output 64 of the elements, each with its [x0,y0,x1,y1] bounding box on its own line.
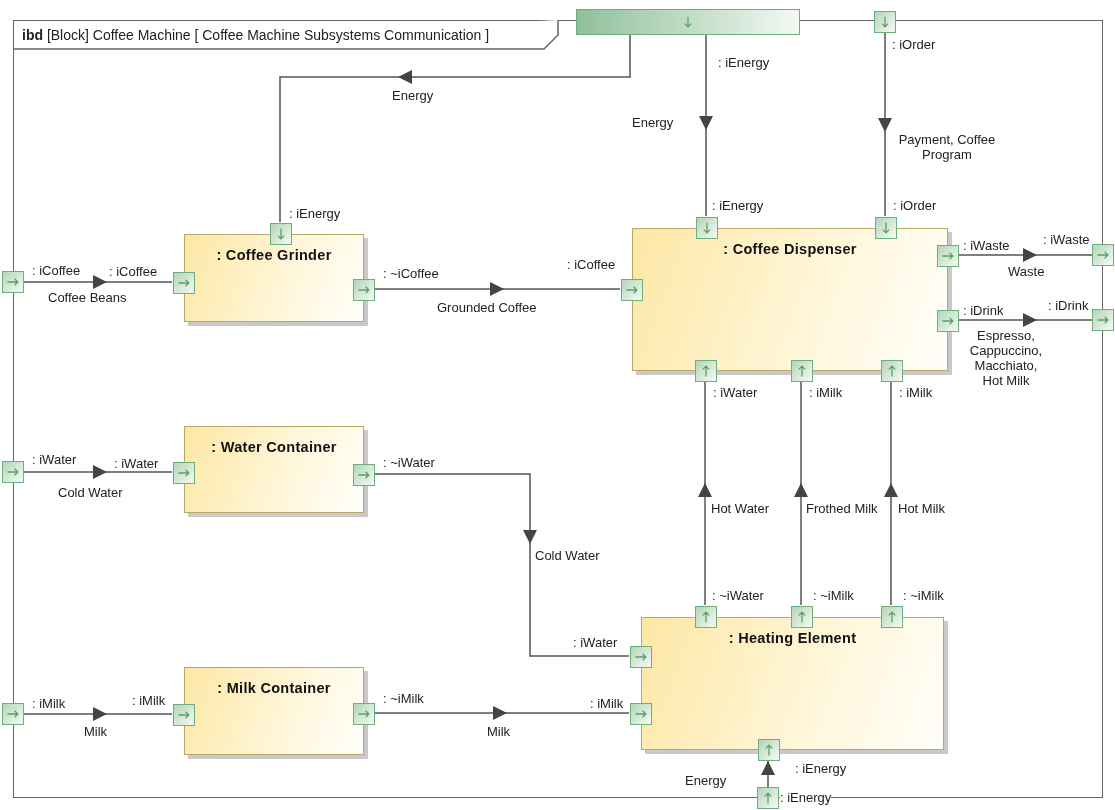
port-label: : iEnergy [289,206,341,221]
frame-title: ibd [Block] Coffee Machine [ Coffee Machine Subsystems Communication ] [22,27,490,43]
flow-label: Grounded Coffee [437,300,537,315]
port-label: : ~iWater [712,588,764,603]
port-label: : iWaste [963,238,1010,253]
part-name: : Coffee Dispenser [722,241,858,257]
flow-arrow [884,380,898,606]
port-label: : iEnergy [712,198,764,213]
flow-label: Cold Water [535,548,600,563]
port-label: : ~iMilk [383,691,424,706]
port-label: : iMilk [590,696,624,711]
port-label: : iEnergy [718,55,770,70]
port-label: : ~iMilk [813,588,854,603]
flow-arrow [373,282,621,296]
port-label: : iOrder [893,198,937,213]
flow-port [576,9,800,35]
flow-label: Milk [487,724,511,739]
port-label: : iCoffee [109,264,158,279]
flow-arrow [794,380,808,606]
flow-arrow [23,275,173,289]
port-label: : iWaste [1043,232,1090,247]
port-label: : iCoffee [567,257,616,272]
flow-arrow [23,707,173,721]
port-label: : iWater [114,456,159,471]
port-label: : iMilk [899,385,933,400]
part-name: : Water Container [210,439,338,455]
flow-arrow [373,473,630,657]
flow-label: Energy [685,773,727,788]
port-label: : iMilk [809,385,843,400]
flow-arrow [699,34,713,217]
flow-label: Milk [84,724,108,739]
port-label: : iWater [573,635,618,650]
port-label: : iOrder [892,37,936,52]
flow-arrow [698,380,712,606]
flow-arrow [373,706,630,720]
port-label: : iWater [32,452,77,467]
flow-arrow [957,313,1093,327]
port-label: : iDrink [963,303,1004,318]
flow-label: Waste [1008,264,1045,279]
flow-label: Cold Water [58,485,123,500]
port-label: : iEnergy [780,790,832,805]
port-label: : iMilk [32,696,66,711]
flow-label: Hot Water [711,501,770,516]
flow-arrow [23,465,173,479]
flow-arrow [761,759,775,788]
flow-label: Coffee Beans [48,290,127,305]
flow-label: Hot Milk [898,501,945,516]
part-name: : Coffee Grinder [215,247,333,263]
flow-arrow [279,34,631,223]
part-name: : Milk Container [216,680,332,696]
port-label: : ~iCoffee [383,266,439,281]
port-label: : iMilk [132,693,166,708]
flow-arrow [957,248,1093,262]
port-label: : iEnergy [795,761,847,776]
port-label: : iDrink [1048,298,1089,313]
flow-label: Energy [632,115,674,130]
port-label: : iCoffee [32,263,81,278]
flow-label: Frothed Milk [806,501,878,516]
part-name: : Heating Element [727,630,858,646]
flow-label: Energy [392,88,434,103]
port-label: : ~iMilk [903,588,944,603]
flow-arrow [878,32,892,217]
port-label: : ~iWater [383,455,435,470]
port-label: : iWater [713,385,758,400]
